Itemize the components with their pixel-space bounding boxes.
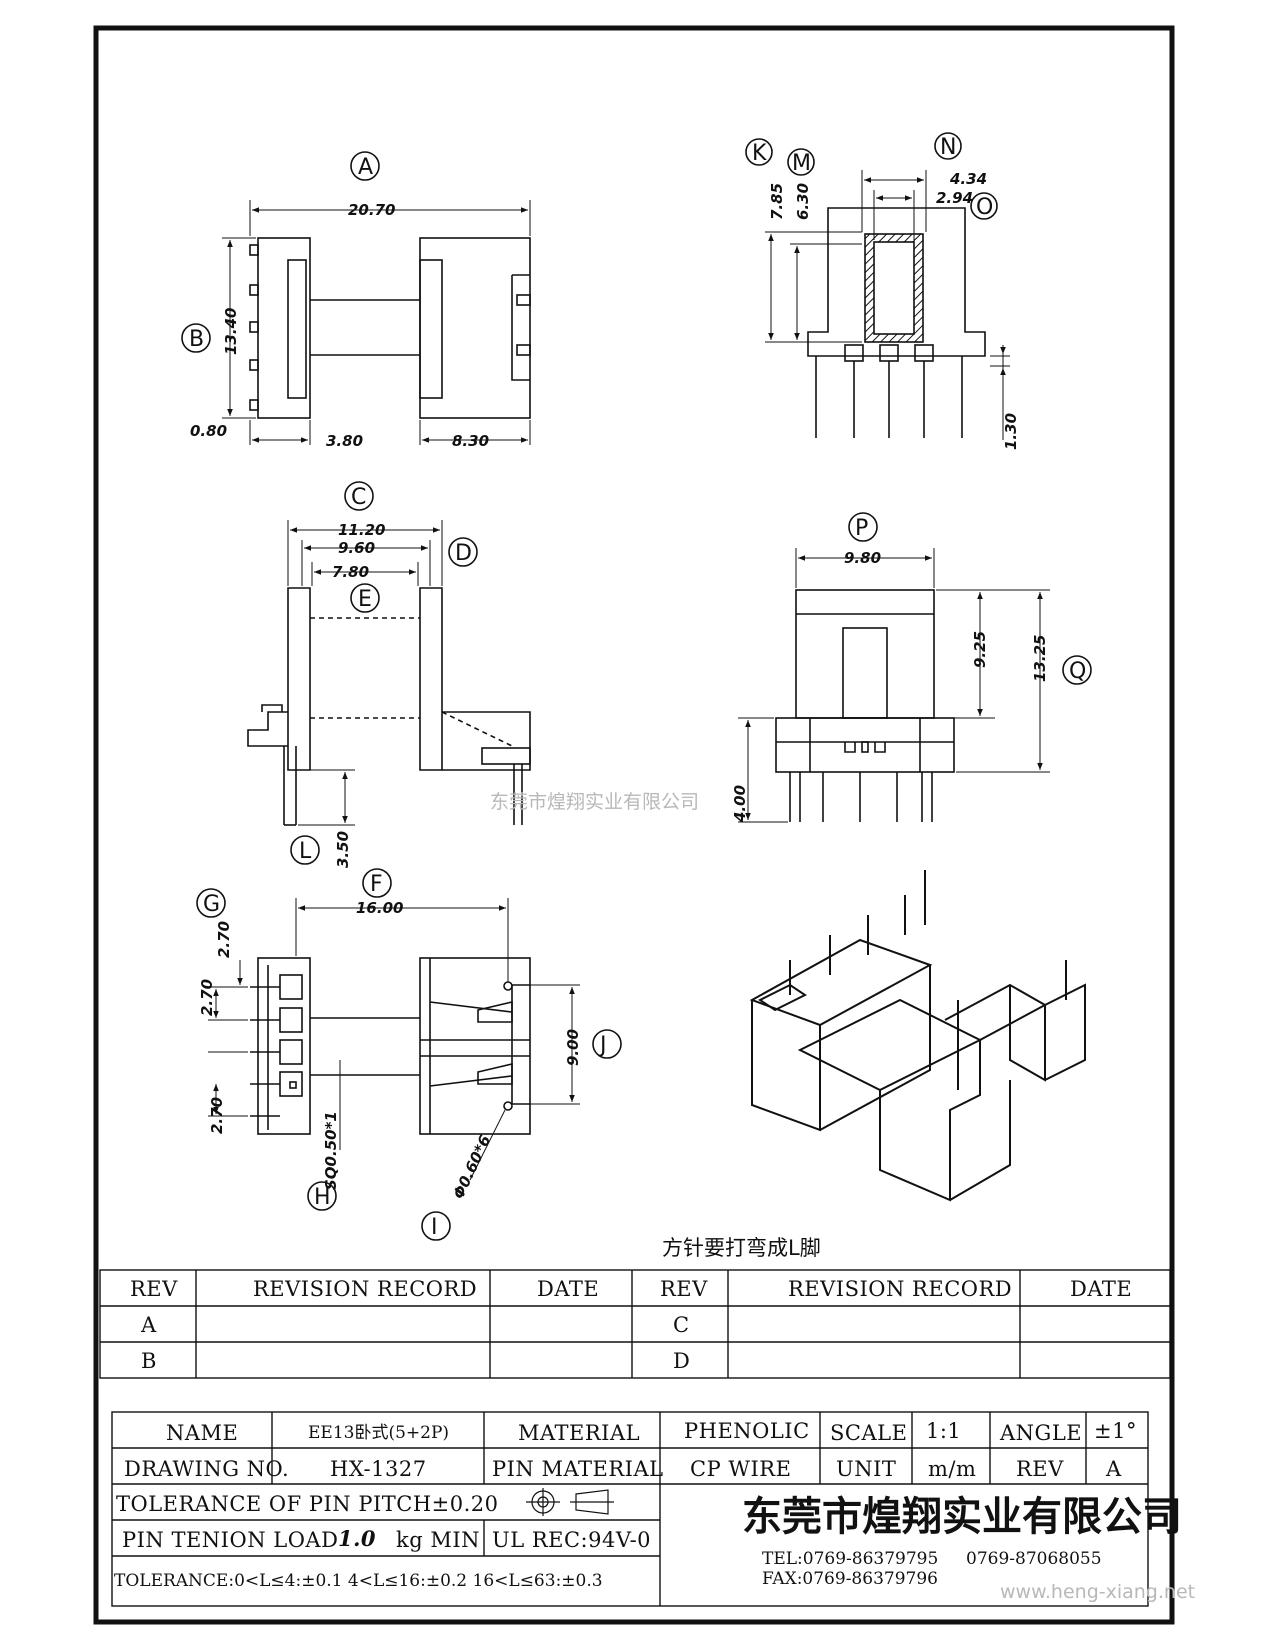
company-fax: FAX:0769-86379796 <box>762 1569 938 1589</box>
material-label: MATERIAL <box>518 1421 640 1445</box>
company-tel-2: 0769-87068055 <box>966 1549 1102 1569</box>
dim-g2: 2.70 <box>198 979 216 1016</box>
bubble-q: Q <box>1069 659 1086 684</box>
pin-load-label: PIN TENION LOAD <box>122 1528 338 1552</box>
view-isometric <box>749 870 1086 1202</box>
dim-g3: 2.70 <box>208 1097 226 1134</box>
bubble-l: L <box>299 839 312 864</box>
unit-value: m/m <box>928 1457 976 1481</box>
rev-d: D <box>673 1349 690 1373</box>
watermark-company: 东莞市煌翔实业有限公司 <box>490 791 699 813</box>
title-block <box>111 1411 1149 1607</box>
dim-p400: 4.00 <box>731 785 749 823</box>
bubble-d: D <box>455 541 472 566</box>
bubble-b: B <box>189 327 204 352</box>
bubble-c: C <box>351 485 366 510</box>
bubble-k: K <box>752 141 767 166</box>
bubble-f: F <box>370 872 383 897</box>
rev-b: B <box>141 1349 157 1373</box>
pin-load-value: 1.0 <box>338 1526 376 1551</box>
dim-p925: 9.25 <box>971 631 989 668</box>
dim-m: 6.30 <box>794 183 812 220</box>
dim-g1: 2.70 <box>215 921 233 958</box>
date-header-1: DATE <box>537 1277 599 1301</box>
date-header-2: DATE <box>1070 1277 1132 1301</box>
rev-value: A <box>1105 1457 1122 1481</box>
revision-table <box>99 1269 1171 1379</box>
drawing-no-label: DRAWING NO. <box>124 1457 289 1481</box>
bubble-i: I <box>431 1215 438 1240</box>
name-value: EE13卧式(5+2P) <box>308 1423 449 1443</box>
dim-h: SQ0.50*1 <box>322 1111 340 1190</box>
dim-c: 11.20 <box>338 521 385 539</box>
rev-a: A <box>140 1313 157 1337</box>
bubble-e: E <box>358 587 372 612</box>
bubble-p: P <box>855 516 868 541</box>
scale-label: SCALE <box>830 1421 907 1445</box>
rev-c: C <box>673 1313 690 1337</box>
pin-load-unit: kg MIN <box>396 1528 480 1552</box>
dim-c2: 3.80 <box>326 432 363 450</box>
dim-j: 9.00 <box>564 1029 582 1066</box>
dim-d: 9.60 <box>338 539 375 557</box>
dim-l: 3.50 <box>334 831 352 868</box>
revision-record-header-1: REVISION RECORD <box>253 1277 477 1301</box>
dim-b: 13.40 <box>222 308 240 355</box>
view-bottom <box>196 868 622 1241</box>
scale-value: 1:1 <box>926 1419 961 1443</box>
dim-n: 4.34 <box>949 170 987 188</box>
dim-k: 7.85 <box>768 183 786 220</box>
rev-header-2: REV <box>660 1277 708 1301</box>
watermark-url: www.heng-xiang.net <box>1000 1581 1195 1603</box>
bending-note: 方针要打弯成L脚 <box>662 1236 821 1260</box>
dim-q: 13.25 <box>1031 635 1049 682</box>
company-name: 东莞市煌翔实业有限公司 <box>742 1493 1182 1540</box>
angle-value: ±1° <box>1094 1419 1137 1443</box>
tolerance-ranges: TOLERANCE:0<L≤4:±0.1 4<L≤16:±0.2 16<L≤63… <box>114 1571 603 1591</box>
dim-e: 7.80 <box>332 563 369 581</box>
outer-frame <box>93 25 1175 1625</box>
bubble-m: M <box>792 151 811 176</box>
angle-label: ANGLE <box>999 1421 1082 1445</box>
bubble-g: G <box>203 892 220 917</box>
dim-a: 20.70 <box>348 201 395 219</box>
projection-symbol-icon <box>526 1488 614 1516</box>
drawing-no-value: HX-1327 <box>330 1457 427 1481</box>
dim-o: 2.94 <box>936 189 973 207</box>
dim-f: 16.00 <box>356 899 403 917</box>
bubble-a: A <box>358 155 373 180</box>
bubble-h: H <box>314 1185 331 1210</box>
revision-record-header-2: REVISION RECORD <box>788 1277 1012 1301</box>
dim-c3: 8.30 <box>452 432 489 450</box>
unit-label: UNIT <box>836 1457 896 1481</box>
material-value: PHENOLIC <box>684 1419 810 1443</box>
view-end <box>738 512 1092 823</box>
pin-material-value: CP WIRE <box>690 1457 791 1481</box>
view-top <box>181 151 531 445</box>
dim-p: 9.80 <box>844 549 881 567</box>
bubble-j: J <box>598 1033 607 1058</box>
rev-label: REV <box>1016 1457 1064 1481</box>
name-label: NAME <box>166 1421 238 1445</box>
company-tel: TEL:0769-86379795 <box>762 1549 938 1569</box>
tolerance-pin-pitch: TOLERANCE OF PIN PITCH±0.20 <box>116 1492 499 1516</box>
dim-i: Φ0.60*6 <box>449 1132 494 1201</box>
dim-p130: 1.30 <box>1002 413 1020 450</box>
pin-material-label: PIN MATERIAL <box>492 1457 664 1481</box>
view-side-section <box>745 132 1010 440</box>
ul-rec: UL REC:94V-0 <box>492 1528 651 1552</box>
bubble-o: O <box>976 195 993 220</box>
rev-header-1: REV <box>130 1277 178 1301</box>
dim-c1: 0.80 <box>190 422 227 440</box>
view-front <box>247 481 531 865</box>
bubble-n: N <box>940 135 956 160</box>
